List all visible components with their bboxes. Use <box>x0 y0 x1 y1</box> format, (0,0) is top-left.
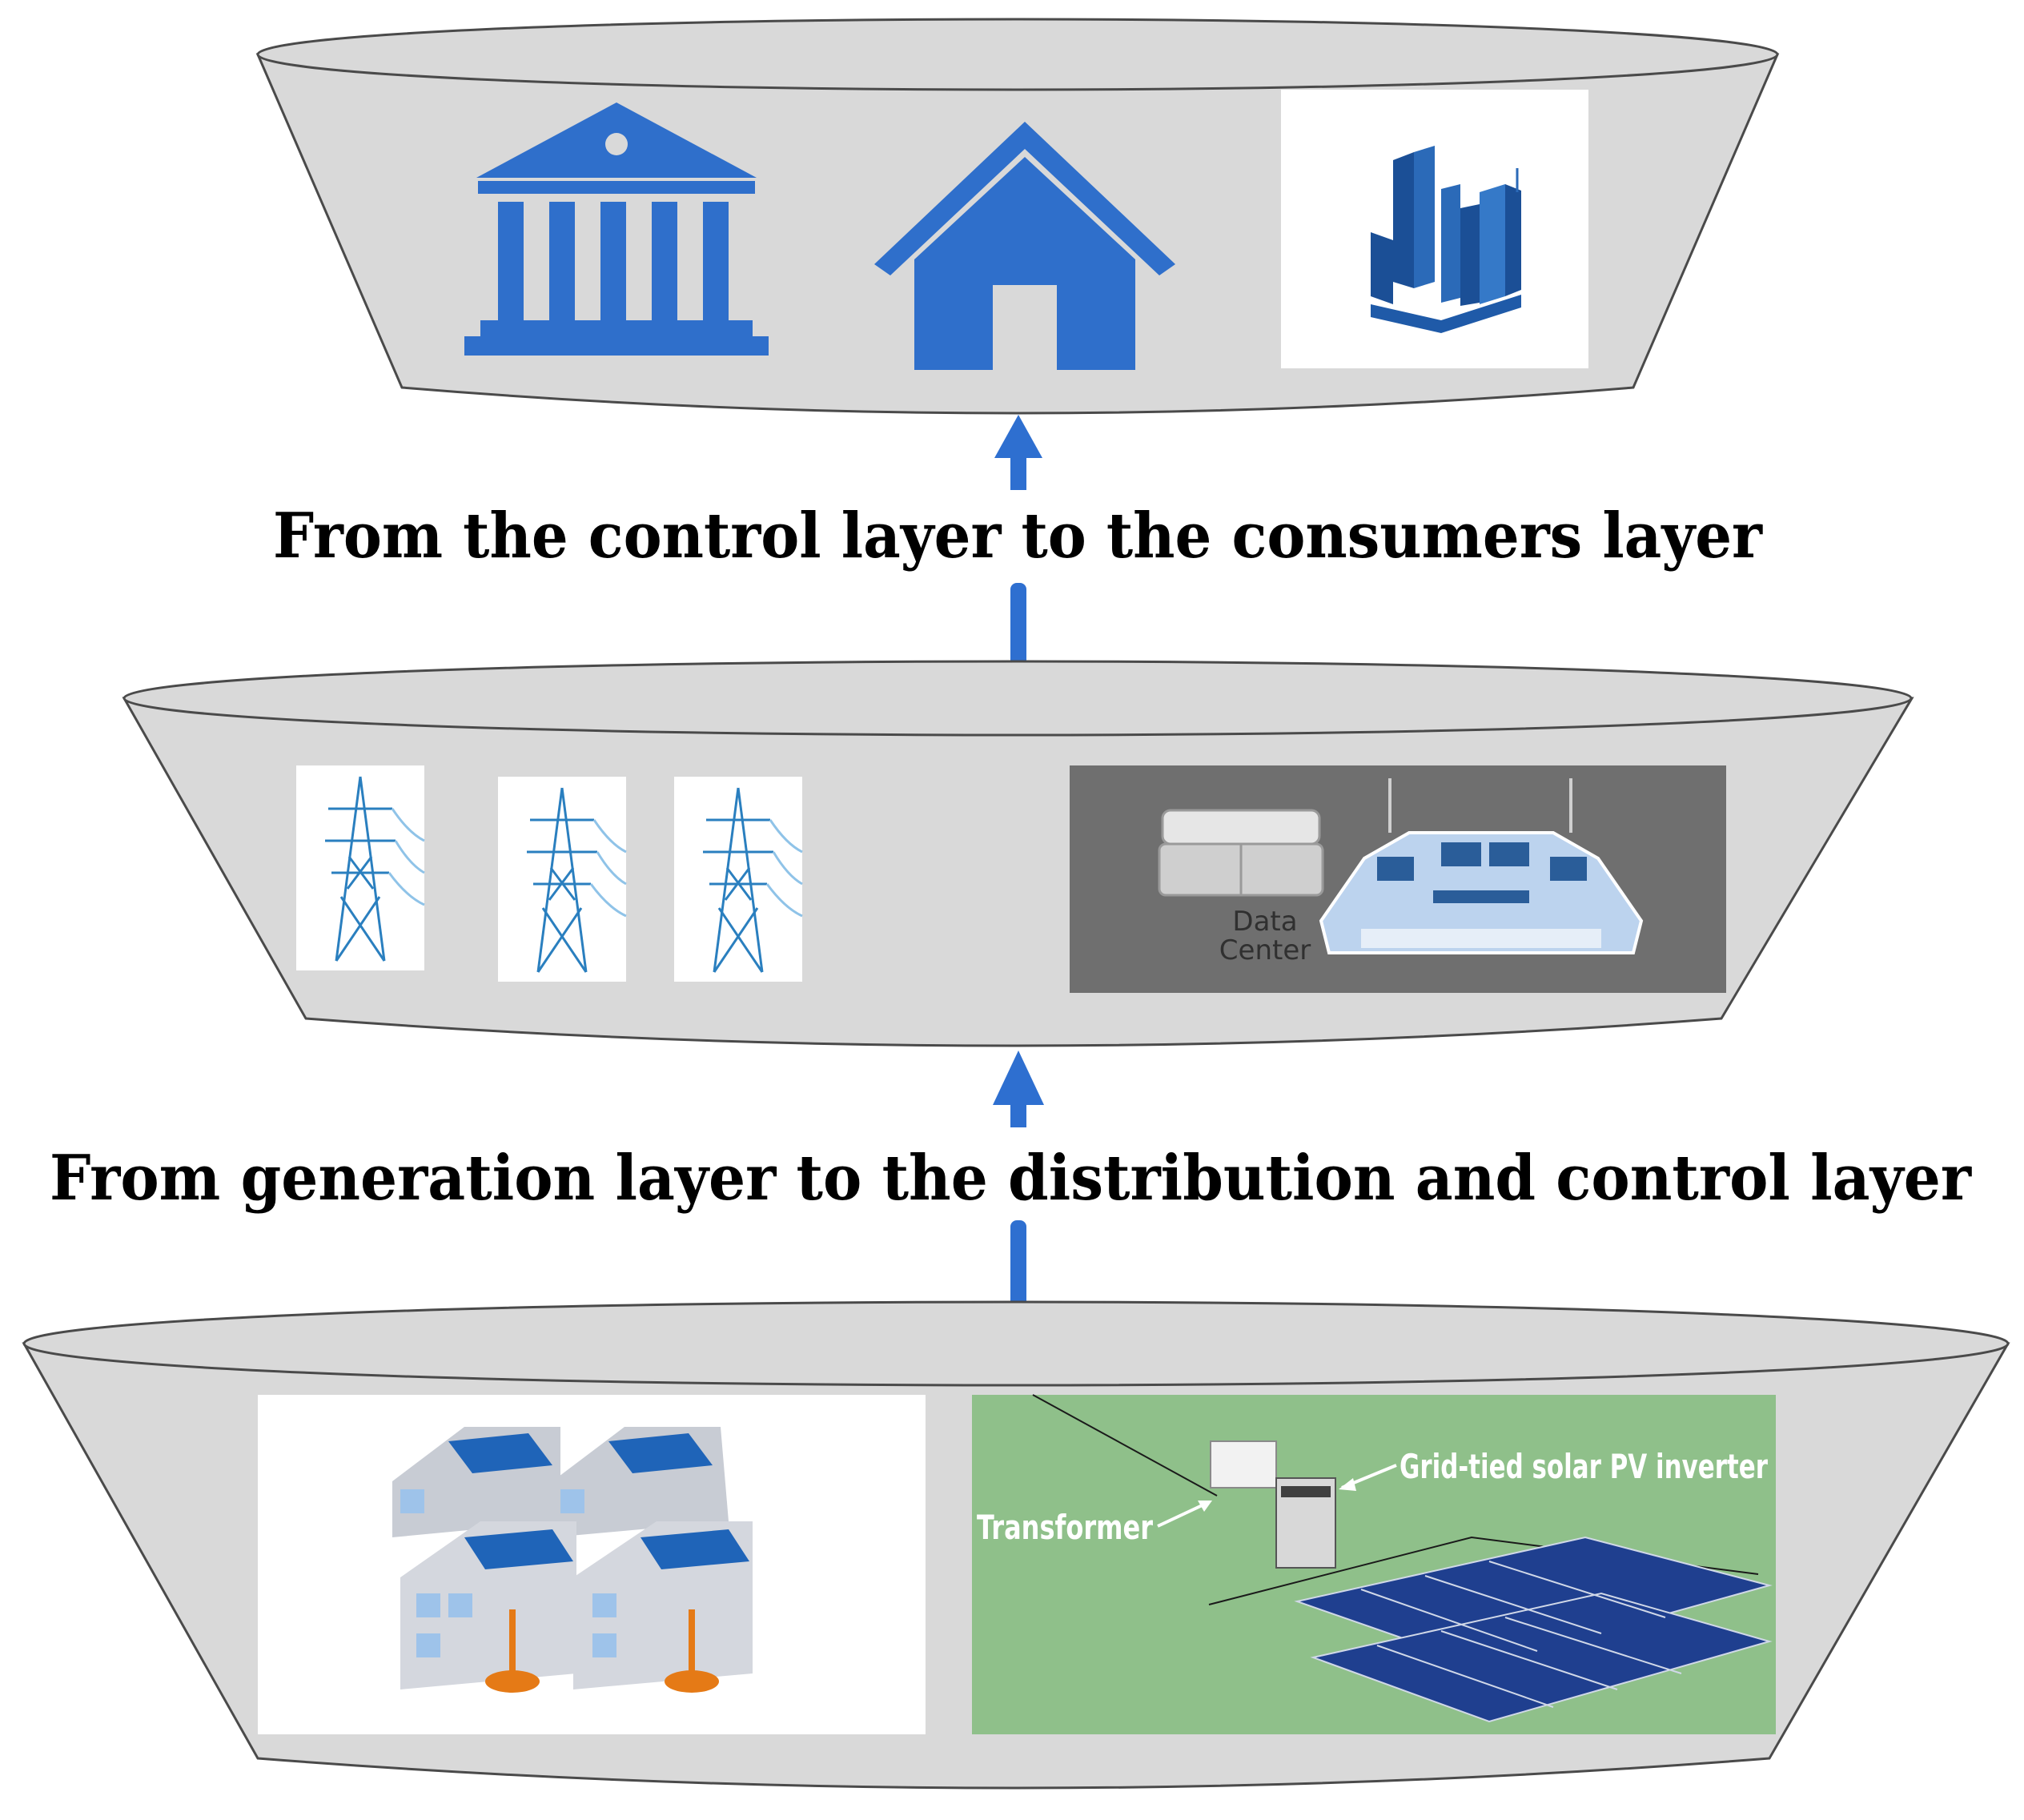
transformer-label: Transformer <box>977 1508 1153 1547</box>
upper-flow-caption: From the control layer to the consumers … <box>273 500 1763 573</box>
distribution-control-layer-rim <box>122 660 1913 737</box>
data-center-label-line1: Data <box>1232 906 1297 938</box>
upper-flow-arrow <box>994 415 1042 669</box>
inverter-label: Grid-tied solar PV inverter <box>1400 1447 1768 1486</box>
transmission-tower-icon <box>674 777 803 982</box>
lower-flow-caption: From generation layer to the distributio… <box>50 1142 1972 1215</box>
generation-layer: Transformer Grid-tied solar PV inverter <box>22 1300 2010 1790</box>
solar-houses-icon <box>258 1395 926 1734</box>
bank-icon <box>464 102 769 356</box>
consumers-layer <box>255 18 1780 415</box>
inverter-icon <box>1275 1477 1336 1569</box>
distribution-control-layer: Data Center <box>122 660 1914 1047</box>
house-icon <box>874 122 1175 370</box>
solar-panel-array <box>1294 1536 1773 1723</box>
data-center-icon: Data Center <box>1158 809 1324 966</box>
control-center-panel: Data Center <box>1070 765 1726 993</box>
solar-farm-icon: Transformer Grid-tied solar PV inverter <box>972 1394 1776 1734</box>
data-center-label-line2: Center <box>1219 934 1311 966</box>
generation-layer-rim <box>22 1300 2010 1387</box>
city-buildings-icon <box>1281 90 1588 368</box>
consumers-layer-rim <box>256 18 1779 91</box>
transmission-tower-icon <box>498 777 627 982</box>
lower-flow-arrow <box>993 1051 1044 1313</box>
control-console-icon <box>1319 778 1644 954</box>
transformer-icon <box>1210 1440 1277 1489</box>
transmission-tower-icon <box>296 765 425 970</box>
